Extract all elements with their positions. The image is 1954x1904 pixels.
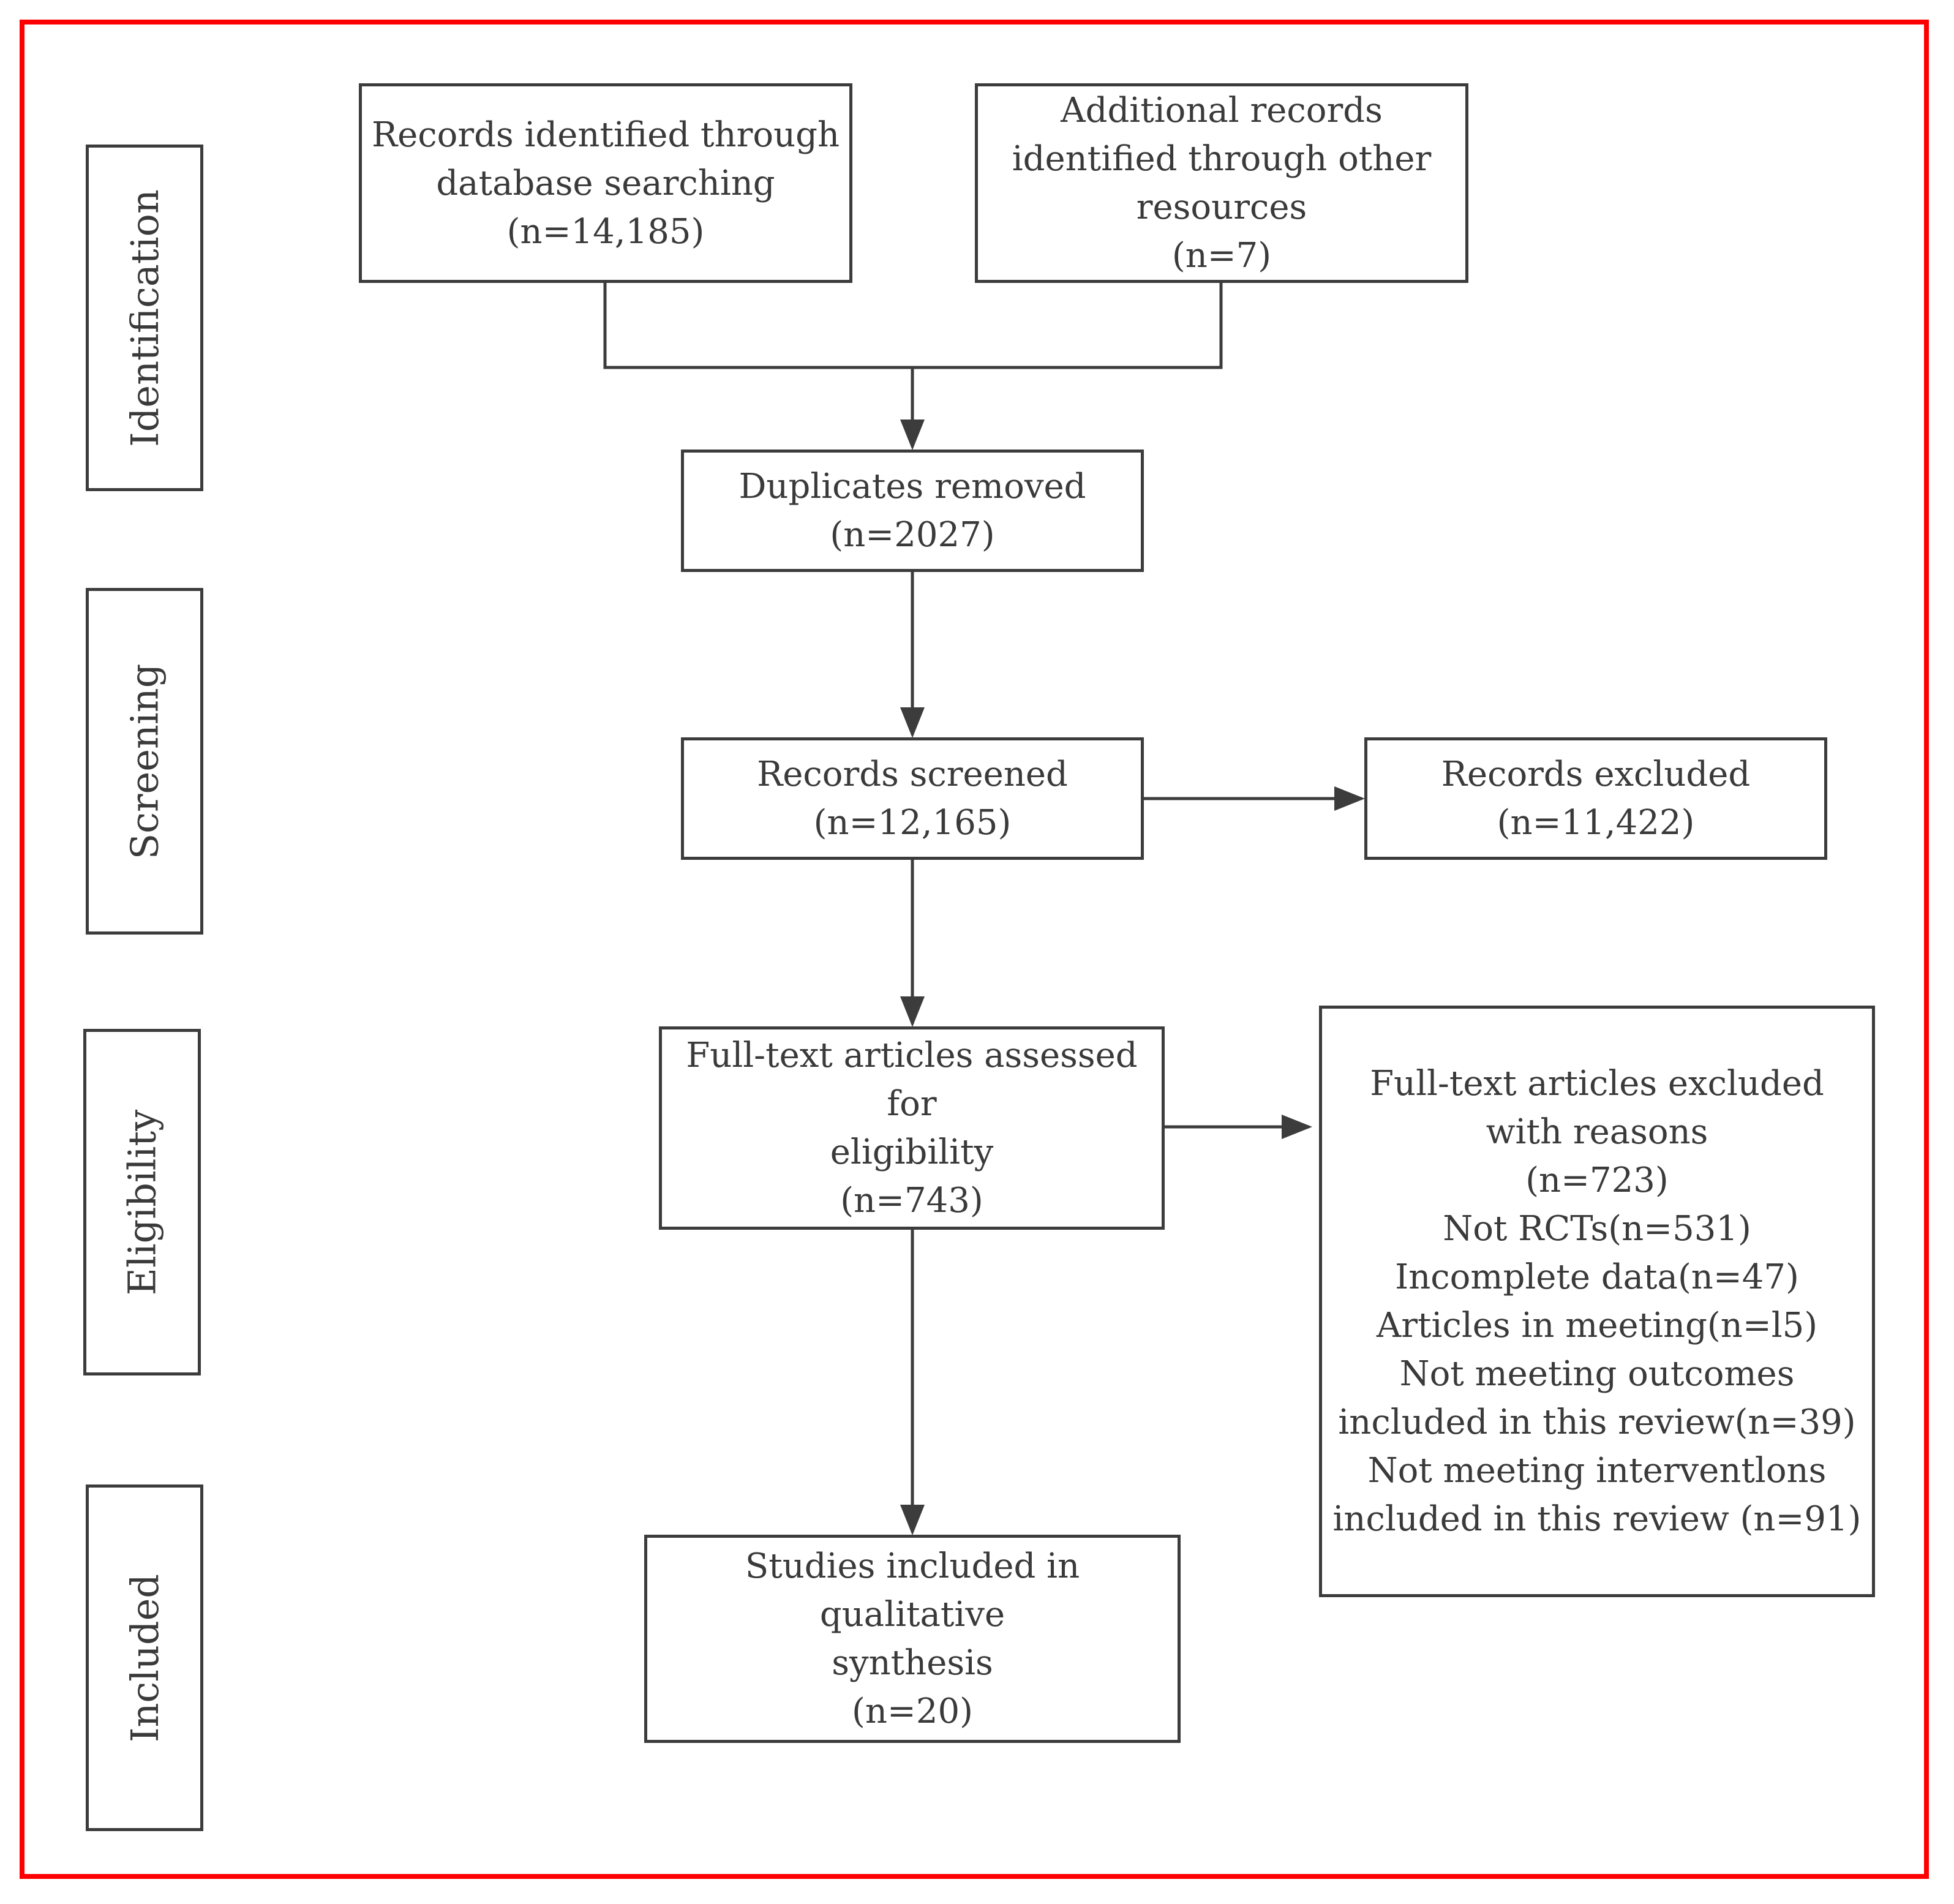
box-fulltext-assessed-text: Full-text articles assessed for eligibil… — [686, 1036, 1138, 1221]
figure-frame — [20, 20, 1929, 1879]
box-studies-included-text: Studies included in qualitative synthesi… — [745, 1546, 1080, 1731]
box-records-screened-text: Records screened (n=12,165) — [757, 754, 1068, 843]
stage-identification: Identification — [86, 145, 203, 491]
box-other-resources: Additional records identified through ot… — [975, 83, 1468, 283]
box-duplicates-removed-text: Duplicates removed (n=2027) — [738, 467, 1086, 555]
box-fulltext-excluded: Full-text articles excluded with reasons… — [1319, 1006, 1875, 1597]
merge-connector — [603, 283, 1223, 369]
box-studies-included: Studies included in qualitative synthesi… — [644, 1535, 1181, 1743]
stage-screening: Screening — [86, 588, 203, 935]
box-records-excluded: Records excluded (n=11,422) — [1364, 737, 1827, 860]
stage-included: Included — [86, 1484, 203, 1831]
box-duplicates-removed: Duplicates removed (n=2027) — [681, 450, 1144, 572]
box-database-search-text: Records identified through database sear… — [371, 115, 840, 252]
box-fulltext-assessed: Full-text articles assessed for eligibil… — [659, 1026, 1165, 1230]
box-records-screened: Records screened (n=12,165) — [681, 737, 1144, 860]
box-records-excluded-text: Records excluded (n=11,422) — [1441, 754, 1751, 843]
box-database-search: Records identified through database sear… — [359, 83, 852, 283]
box-other-resources-text: Additional records identified through ot… — [1012, 91, 1432, 276]
box-fulltext-excluded-text: Full-text articles excluded with reasons… — [1332, 1064, 1862, 1539]
stage-eligibility: Eligibility — [83, 1029, 201, 1375]
